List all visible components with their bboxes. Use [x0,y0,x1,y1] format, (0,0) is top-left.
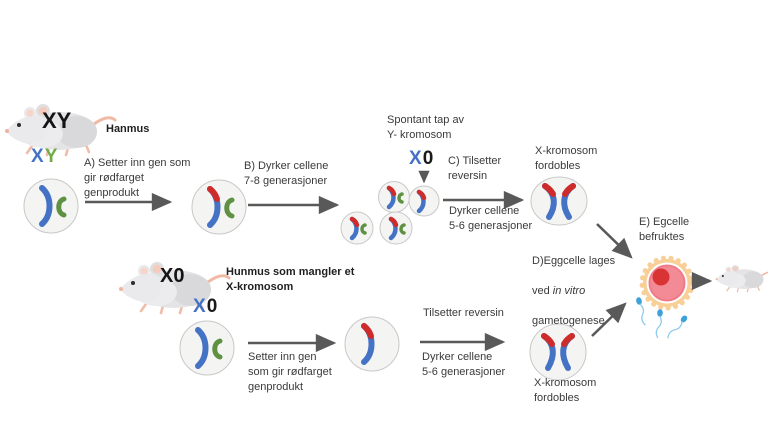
female-mouse-karyotype-overlay: X0 [160,265,185,287]
karyotype-x: X [409,148,423,169]
karyotype-x: X [193,296,207,317]
female-mouse-name-label: Hunmus som mangler et X-kromosom [226,266,355,293]
cell-x0-red-gene [344,316,400,372]
step-c-label: C) Tilsetter reversin [448,155,502,182]
egg-cell-illustration [639,255,695,311]
offspring-mouse-illustration [714,264,768,293]
bottom-insert-gene-label: Setter inn gen som gir rødfarget genprod… [248,351,332,393]
male-mouse-karyotype-overlay: XY [42,108,72,133]
karyotype-zero: 0 [206,296,219,317]
karyotype-x: X [31,146,45,167]
karyotype-xy-label: XY [31,147,58,166]
arrow-bottom-to-egg [591,302,627,337]
bottom-reversine-label: Tilsetter reversin [423,307,504,319]
karyotype-x0-bottom-label: X0 [193,297,218,316]
cell-xy [23,178,79,234]
bottom-culture-label: Dyrker cellene 5-6 generasjoner [422,351,506,378]
karyotype-y: Y [44,146,59,167]
step-a-label: A) Setter inn gen som gir rødfarget genp… [84,157,191,199]
spontaneous-loss-label: Spontant tap av Y- kromosom [387,114,465,141]
male-mouse-name-label: Hanmus [106,123,150,135]
cell-x0 [408,185,440,217]
karyotype-zero: 0 [422,148,435,169]
step-c-culture-label: Dyrker cellene 5-6 generasjoner [449,205,533,232]
x-doubles-top-label: X-kromosom fordobles [535,145,598,172]
y-chromosome-icon [56,196,67,218]
cell-x0-bottom [179,320,235,376]
cultured-cells-cluster [340,181,413,245]
step-d-label: D)Eggcelle lages ved in vitro gametogene… [532,254,615,329]
egg-nucleus-icon [652,268,670,286]
step-d-line3: gametogenese [532,314,605,327]
step-b-label: B) Dyrker cellene 7-8 generasjoner [244,160,329,187]
cell-xx-bottom [529,323,587,381]
cell-xx-top [530,176,588,226]
x-chromosome-icon [39,185,53,227]
step-e-label: E) Egcelle befruktes [639,216,690,243]
karyotype-x0-top-label: X0 [409,149,434,168]
step-d-line2-prefix: ved [532,284,553,297]
red-gene-marker-icon [207,186,220,202]
arrow-top-to-egg [596,223,633,259]
step-d-in-vitro: in vitro [552,284,586,297]
step-d-line1: D)Eggcelle lages [532,255,616,267]
cell-xy-red-gene [191,179,247,235]
x-doubles-bottom-label: X-kromosom fordobles [534,377,597,404]
